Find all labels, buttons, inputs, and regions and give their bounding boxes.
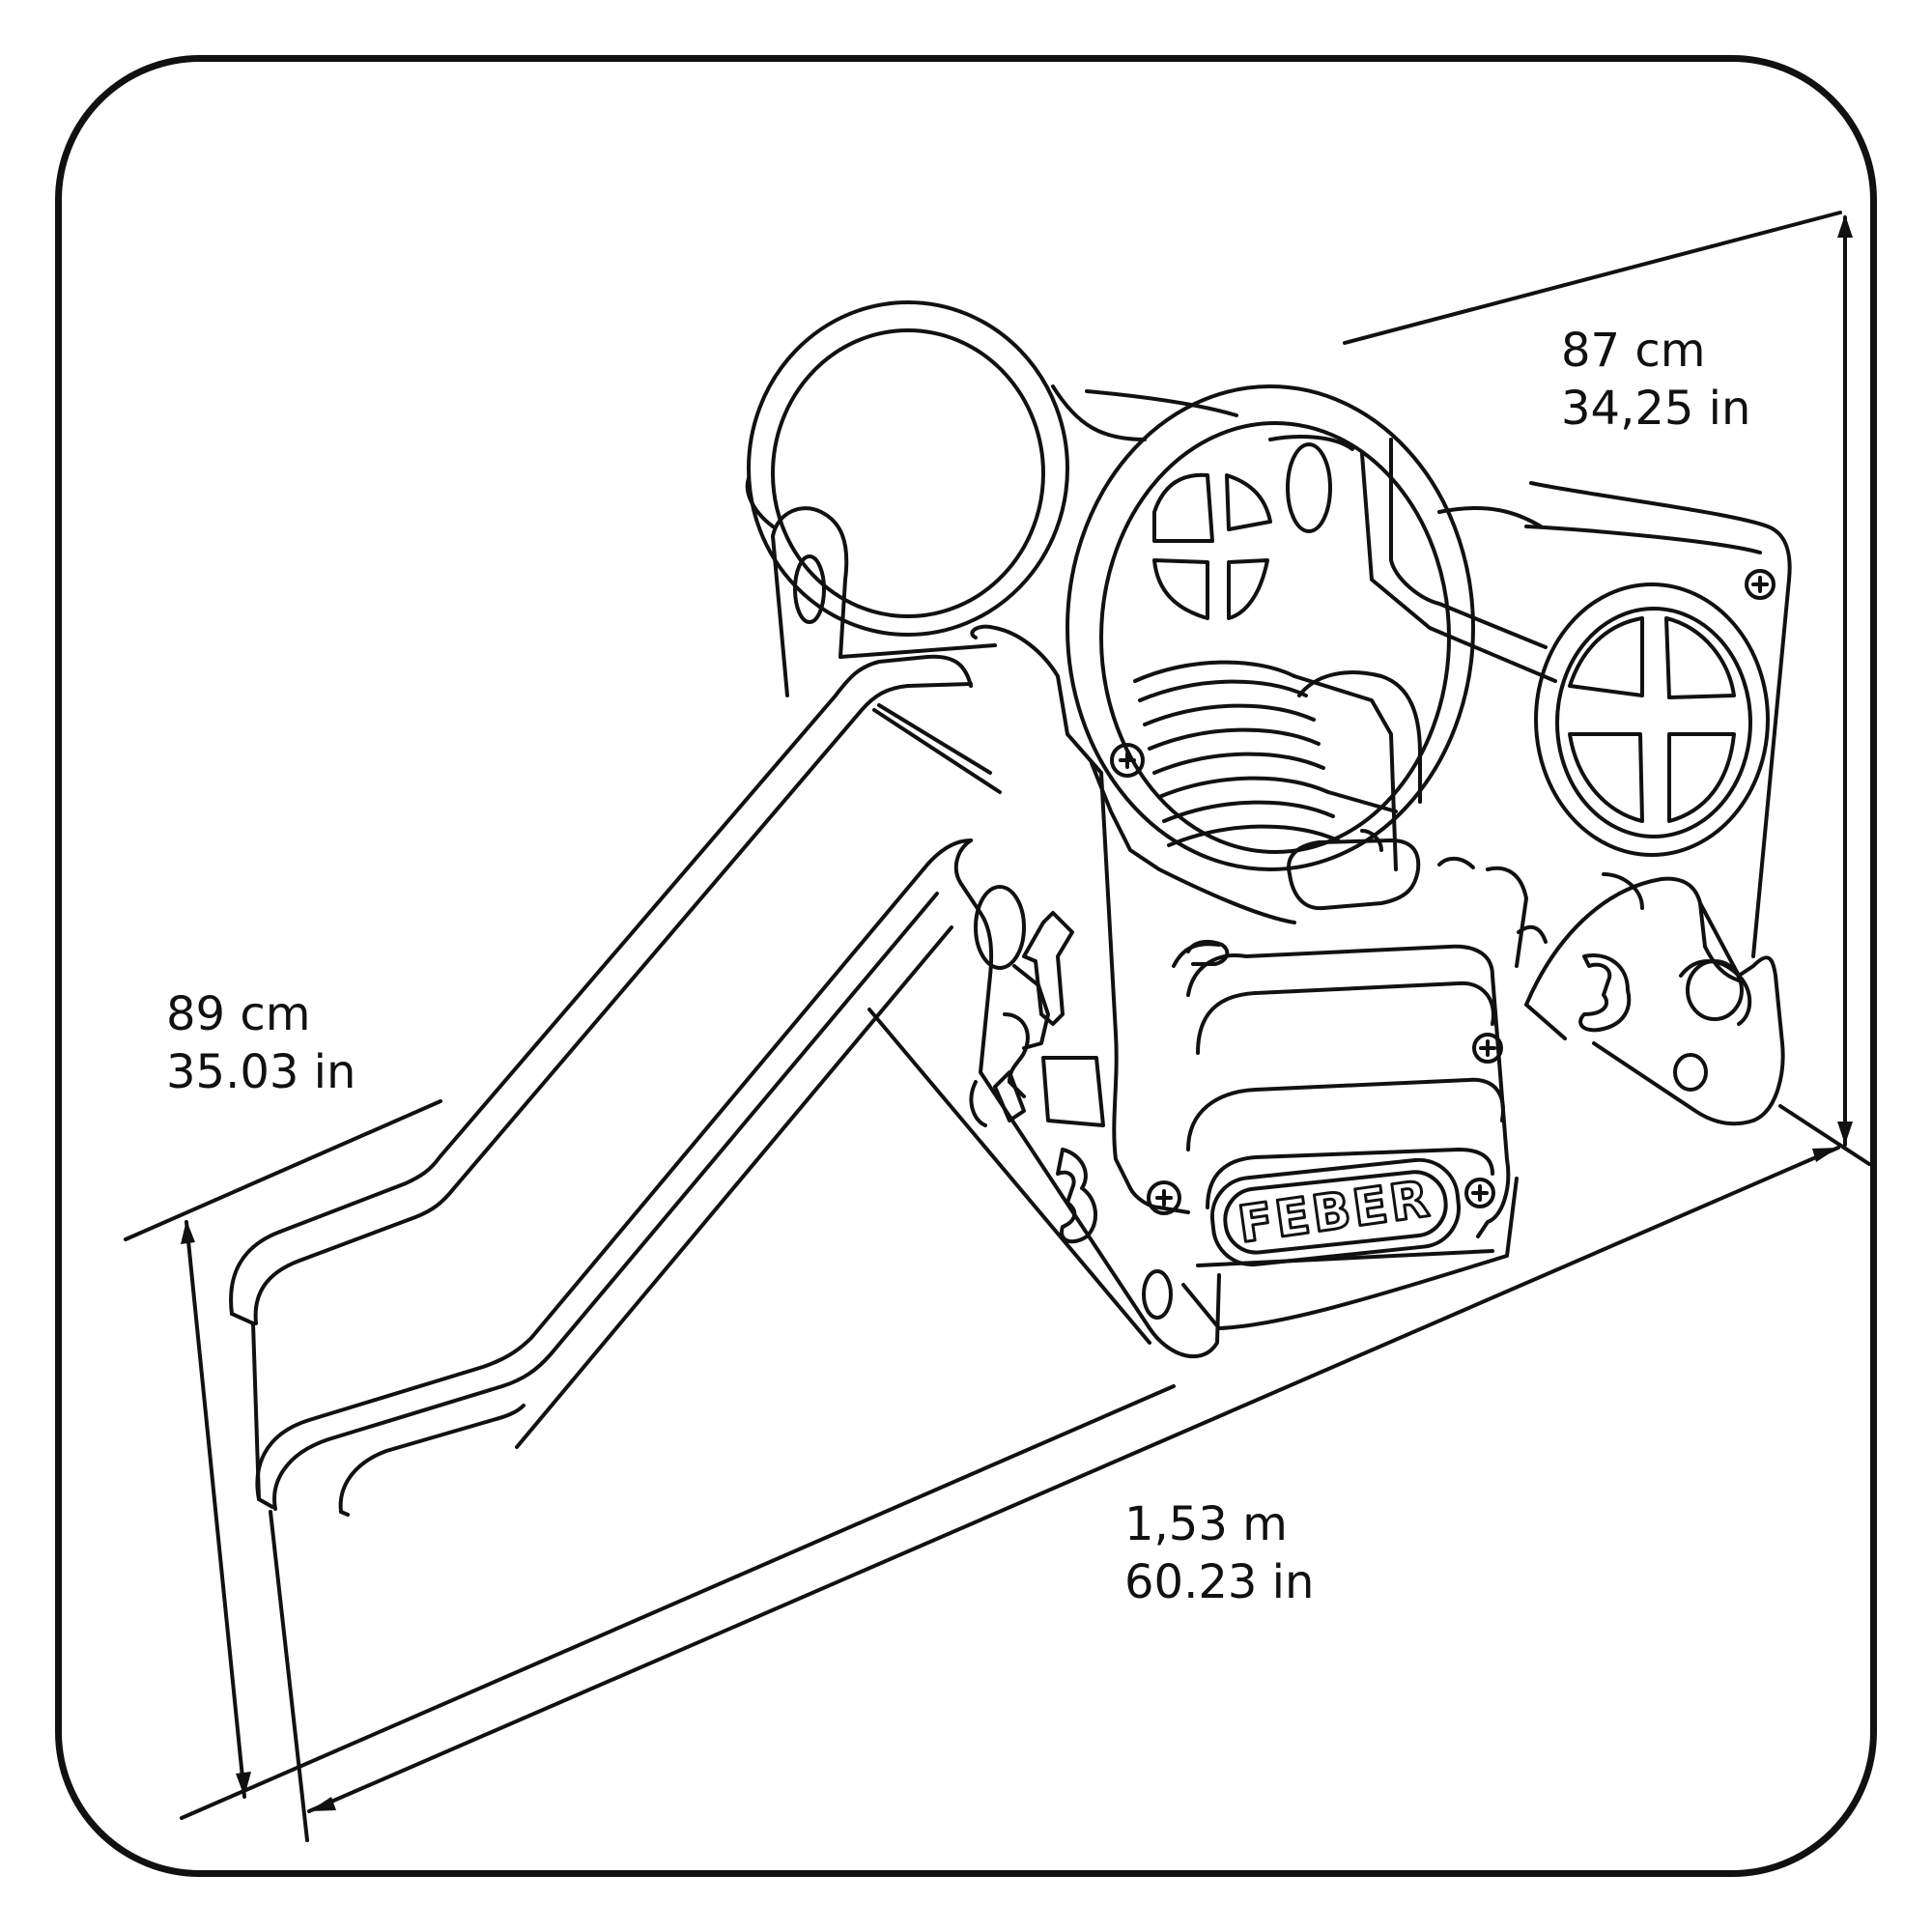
left-side-panel (867, 838, 1221, 1359)
length-dimension (269, 1146, 1840, 1842)
height-dimension-label: 89 cm 35.03 in (166, 985, 355, 1101)
back-panel (1085, 389, 1792, 958)
left-ring (745, 300, 1147, 637)
dimension-lines (124, 211, 1871, 1842)
center-panel (970, 624, 1296, 1215)
height-imperial: 35.03 in (166, 1045, 356, 1099)
back-wheel (1152, 472, 1272, 620)
logo-plate (1209, 1157, 1462, 1267)
front-ring (1065, 384, 1475, 871)
height-dimension (124, 1099, 1176, 1820)
length-imperial: 60.23 in (1124, 1555, 1315, 1609)
right-panel (1268, 435, 1557, 852)
brand-logo-text: FEBER (1235, 1170, 1435, 1254)
right-leg (1517, 872, 1785, 1126)
depth-metric: 87 cm (1561, 324, 1706, 378)
number-three-shape (1056, 1148, 1098, 1244)
length-metric: 1,53 m (1124, 1497, 1288, 1551)
depth-dimension (1343, 211, 1871, 1166)
top-step-handle (1287, 838, 1421, 911)
right-number-three-shape (1578, 953, 1632, 1033)
left-post (771, 506, 997, 697)
depth-imperial: 34,25 in (1561, 382, 1751, 436)
height-metric: 89 cm (166, 987, 311, 1041)
ladder-steps (1133, 660, 1421, 911)
right-wheel (1534, 569, 1776, 857)
rounded-frame (55, 55, 1877, 1877)
length-dimension-label: 1,53 m 60.23 in (1124, 1495, 1314, 1611)
number-one-shape (1022, 911, 1074, 1026)
front-base (1172, 856, 1528, 1330)
slide (229, 654, 1002, 1517)
depth-dimension-label: 87 cm 34,25 in (1561, 322, 1750, 438)
